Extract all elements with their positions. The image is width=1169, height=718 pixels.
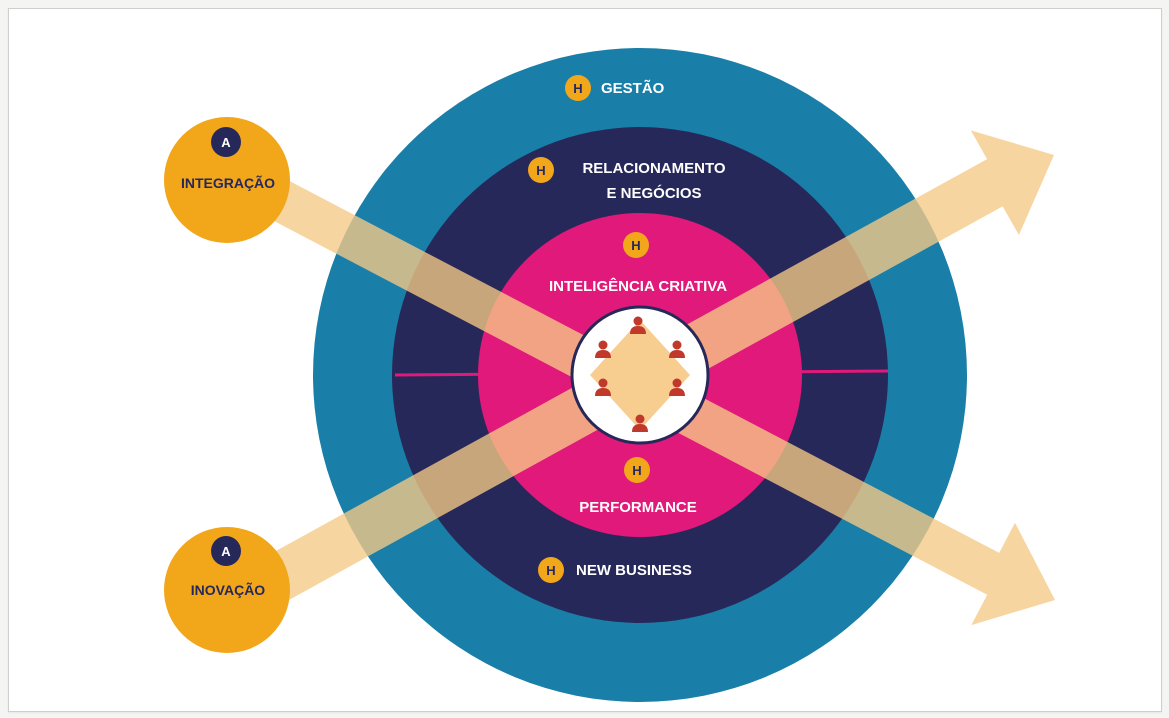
input-inovacao: A INOVAÇÃO: [164, 527, 290, 653]
label-relacionamento: H RELACIONAMENTO E NEGÓCIOS: [528, 157, 726, 202]
h-badge-text: H: [632, 463, 641, 478]
h-badge-icon: [538, 557, 564, 583]
h-badge-icon: [623, 232, 649, 258]
performance-label: PERFORMANCE: [579, 499, 697, 516]
h-badge-icon: [624, 457, 650, 483]
inovacao-circle: [164, 527, 290, 653]
h-badge-text: H: [546, 563, 555, 578]
person-icon: [595, 378, 611, 396]
label-inteligencia: H INTELIGÊNCIA CRIATIVA: [549, 232, 727, 295]
gestao-label: GESTÃO: [601, 79, 665, 97]
person-icon: [669, 378, 685, 396]
a-badge-icon: [211, 127, 241, 157]
a-badge-text: A: [221, 135, 231, 150]
core-team: [570, 305, 710, 445]
h-badge-text: H: [631, 238, 640, 253]
new-business-label: NEW BUSINESS: [576, 562, 692, 579]
integracao-label: INTEGRAÇÃO: [181, 174, 275, 191]
inovacao-label: INOVAÇÃO: [191, 581, 266, 598]
h-badge-text: H: [536, 163, 545, 178]
core-diamond: [590, 320, 690, 430]
h-badge-icon: [528, 157, 554, 183]
h-badge-text: H: [573, 81, 582, 96]
relacionamento-label-line1: RELACIONAMENTO: [582, 160, 725, 177]
label-gestao: H GESTÃO: [565, 75, 665, 101]
label-new-business: H NEW BUSINESS: [538, 557, 692, 583]
person-icon: [595, 340, 611, 358]
input-integracao: A INTEGRAÇÃO: [164, 117, 290, 243]
integracao-circle: [164, 117, 290, 243]
h-badge-icon: [565, 75, 591, 101]
relacionamento-label-line2: E NEGÓCIOS: [606, 184, 701, 202]
person-icon: [630, 316, 646, 334]
label-performance: H PERFORMANCE: [579, 457, 697, 516]
a-badge-icon: [211, 536, 241, 566]
person-icon: [669, 340, 685, 358]
person-icon: [632, 414, 648, 432]
inteligencia-label: INTELIGÊNCIA CRIATIVA: [549, 277, 727, 295]
a-badge-text: A: [221, 544, 231, 559]
